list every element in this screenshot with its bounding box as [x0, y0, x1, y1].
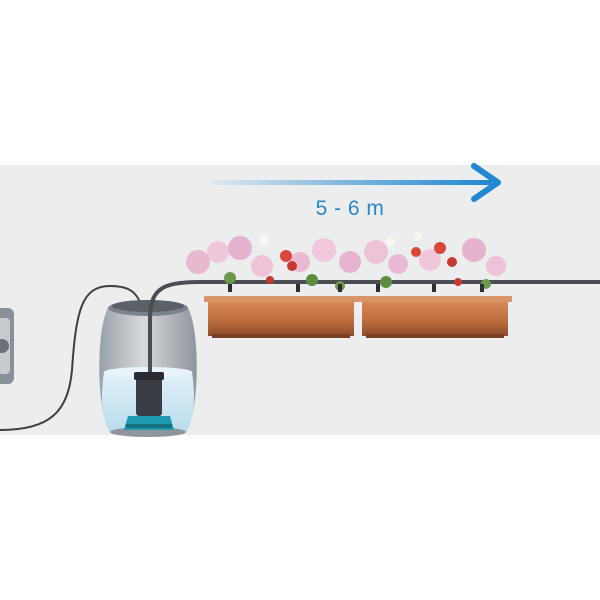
- flower-box-icon-2: [358, 296, 512, 338]
- supply-hose: [148, 280, 600, 372]
- arrow-right-icon: [210, 163, 501, 202]
- flower-box-icon: [204, 296, 358, 338]
- power-socket-icon: [0, 308, 14, 384]
- distance-label: 5 - 6 m: [315, 197, 385, 220]
- flowers: [186, 232, 506, 292]
- submersible-pump-icon: [124, 372, 174, 430]
